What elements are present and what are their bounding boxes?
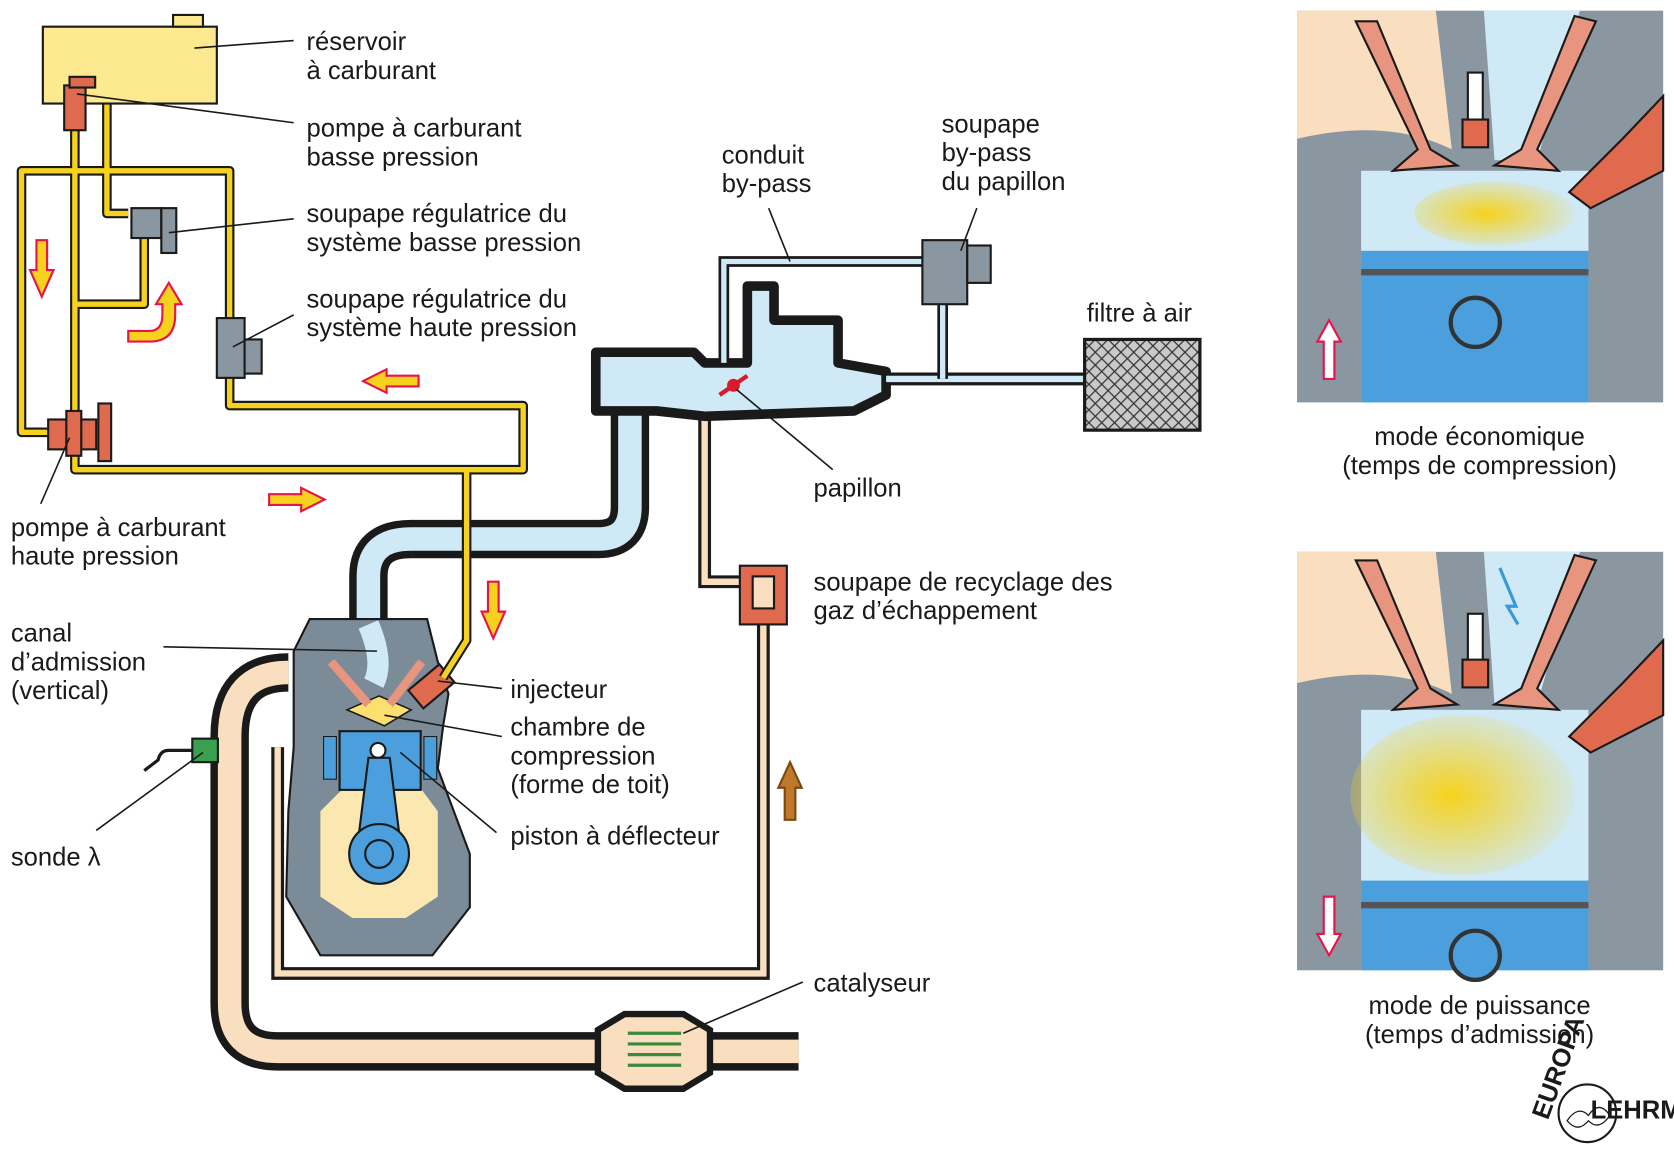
svg-text:mode économique(temps de compr: mode économique(temps de compression) xyxy=(1342,423,1617,480)
arrow-down-icon xyxy=(28,239,56,300)
arrow-down-icon xyxy=(479,580,507,641)
svg-text:mode de puissance(temps d’admi: mode de puissance(temps d’admission) xyxy=(1365,992,1594,1049)
arrow-curved-icon xyxy=(127,280,184,343)
panel-power-mode: mode de puissance(temps d’admission) xyxy=(1297,551,1665,1049)
air-flow-arrow-icon xyxy=(1498,567,1520,626)
arrow-left-icon xyxy=(360,367,420,395)
air-filter xyxy=(1083,337,1202,432)
low-pressure-pump xyxy=(63,84,87,132)
label-injector: injecteur xyxy=(510,676,607,704)
label-lambda-sensor: sonde λ xyxy=(11,844,101,872)
low-pressure-regulator xyxy=(130,207,163,240)
spark-plug xyxy=(1466,71,1484,122)
label-catalytic-converter: catalyseur xyxy=(814,970,931,998)
flow-arrows xyxy=(28,239,804,821)
intake-system xyxy=(349,239,1202,641)
arrow-down-icon xyxy=(1315,895,1343,958)
label-piston: piston à déflecteur xyxy=(510,822,720,850)
fuel-system xyxy=(16,13,528,681)
panel-economy-mode: mode économique(temps de compression) xyxy=(1297,10,1665,480)
bypass-valve xyxy=(921,239,969,306)
exhaust-pipe xyxy=(210,653,799,1092)
arrow-right-icon xyxy=(268,486,328,514)
arrow-up-icon xyxy=(776,759,804,821)
arrow-up-icon xyxy=(1315,318,1343,380)
engine-block xyxy=(143,618,471,957)
label-throttle: papillon xyxy=(814,474,902,502)
high-pressure-regulator xyxy=(215,317,246,379)
lambda-sensor xyxy=(191,737,219,764)
svg-text:LEHRMITTEL: LEHRMITTEL xyxy=(1591,1097,1674,1125)
catalytic-converter xyxy=(594,1010,714,1092)
label-air-filter: filtre à air xyxy=(1087,299,1193,327)
